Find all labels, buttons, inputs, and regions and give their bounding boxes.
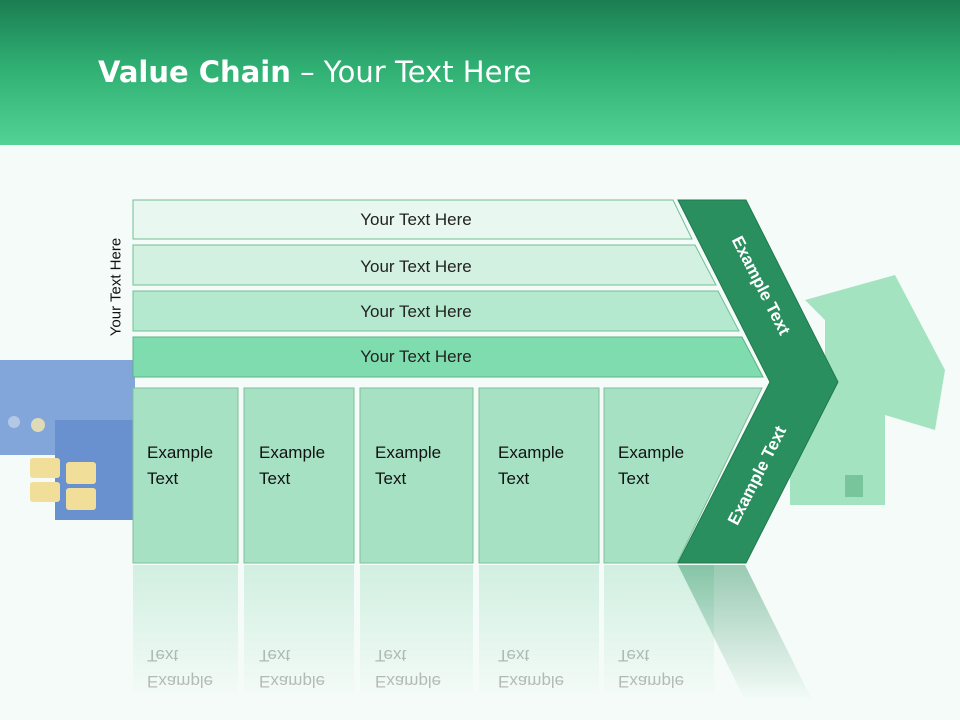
- bar-2-label: Your Text Here: [360, 257, 472, 276]
- reflection-text: Text: [147, 646, 178, 665]
- reflection-text: Text: [498, 646, 529, 665]
- green-connector-right: [790, 275, 945, 505]
- reflection-text: Text: [375, 646, 406, 665]
- column-4-line1: Example: [498, 443, 564, 462]
- bar-2[interactable]: [132, 244, 717, 286]
- column-reflection: [479, 565, 599, 695]
- column-2-line2: Text: [259, 469, 290, 488]
- reflection: Example Text Example Text Example Text E…: [133, 565, 812, 700]
- column-3-line1: Example: [375, 443, 441, 462]
- column-1[interactable]: [132, 387, 239, 564]
- column-3-line2: Text: [375, 469, 406, 488]
- bar-1-label: Your Text Here: [360, 210, 472, 229]
- screw-icon: [8, 416, 20, 428]
- side-label: Your Text Here: [107, 237, 125, 337]
- reflection-text: Text: [618, 646, 649, 665]
- background-photo: [0, 275, 945, 520]
- screw-icon: [31, 418, 45, 432]
- column-reflection: [133, 565, 238, 695]
- column-5-line2: Text: [618, 469, 649, 488]
- column-1-line1: Example: [147, 443, 213, 462]
- yellow-terminal: [30, 482, 60, 502]
- yellow-terminal: [66, 462, 96, 484]
- column-reflection: [244, 565, 354, 695]
- column-reflection: [360, 565, 473, 695]
- title-bold: Value Chain: [98, 55, 291, 89]
- reflection-text: Example: [259, 672, 325, 691]
- column-2-line1: Example: [259, 443, 325, 462]
- column-1-line2: Text: [147, 469, 178, 488]
- reflection-text: Example: [618, 672, 684, 691]
- reflection-text: Text: [259, 646, 290, 665]
- column-4-line2: Text: [498, 469, 529, 488]
- column-5[interactable]: [603, 387, 763, 564]
- bar-4-label: Your Text Here: [360, 347, 472, 366]
- bar-1[interactable]: [132, 199, 693, 240]
- chevron-reflection: [678, 565, 812, 700]
- column-2[interactable]: [243, 387, 355, 564]
- value-chevron[interactable]: [677, 199, 839, 564]
- bar-4[interactable]: [132, 336, 764, 378]
- reflection-text: Example: [498, 672, 564, 691]
- reflection-text: Example: [147, 672, 213, 691]
- reflection-text: Example: [375, 672, 441, 691]
- column-3[interactable]: [359, 387, 474, 564]
- yellow-terminal: [66, 488, 96, 510]
- slide-title: Value Chain – Your Text Here: [98, 55, 532, 89]
- bar-3-label: Your Text Here: [360, 302, 472, 321]
- column-4[interactable]: [478, 387, 600, 564]
- header-band: [0, 0, 960, 145]
- column-5-line1: Example: [618, 443, 684, 462]
- title-rest: – Your Text Here: [290, 55, 532, 89]
- green-connector-slot: [845, 475, 863, 497]
- yellow-terminal: [30, 458, 60, 478]
- bar-3[interactable]: [132, 290, 740, 332]
